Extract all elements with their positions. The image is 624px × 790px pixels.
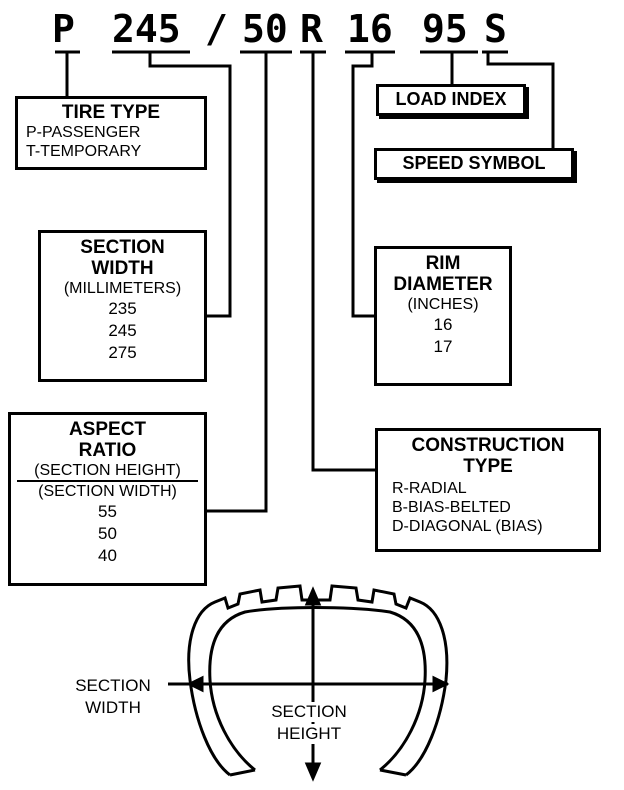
tire-cross-section: [187, 584, 449, 777]
code-speed: S: [484, 7, 507, 51]
aspect-ratio-box: ASPECT RATIO (SECTION HEIGHT) (SECTION W…: [8, 412, 207, 586]
section-width-unit: (MILLIMETERS): [63, 280, 182, 297]
construction-type-box: CONSTRUCTION TYPE R-RADIAL B-BIAS-BELTED…: [375, 428, 601, 552]
section-height-label-1: SECTION: [254, 702, 364, 722]
aspect-ratio-numerator: (SECTION HEIGHT): [17, 461, 198, 482]
aspect-ratio-title: RATIO: [78, 440, 137, 461]
section-width-label-2: WIDTH: [85, 698, 141, 717]
aspect-ratio-value: 40: [98, 546, 117, 565]
construction-type-title: TYPE: [463, 456, 513, 477]
section-width-value: 275: [108, 343, 137, 362]
construction-type-line: D-DIAGONAL (BIAS): [392, 518, 543, 535]
rim-diameter-unit: (INCHES): [407, 296, 479, 313]
tire-type-title: TIRE TYPE: [61, 102, 161, 123]
construction-type-line: B-BIAS-BELTED: [392, 499, 511, 516]
section-width-value: 235: [108, 299, 137, 318]
rim-diameter-box: RIM DIAMETER (INCHES) 16 17: [374, 246, 512, 386]
code-aspect: 50: [242, 7, 288, 51]
section-width-title: WIDTH: [91, 258, 154, 279]
section-height-label-2: HEIGHT: [254, 724, 364, 744]
construction-type-line: R-RADIAL: [392, 480, 467, 497]
rim-diameter-title: DIAMETER: [393, 274, 493, 295]
section-width-value: 245: [108, 321, 137, 340]
rim-diameter-value: 17: [433, 337, 453, 356]
construction-type-title: CONSTRUCTION: [411, 435, 565, 456]
section-width-title: SECTION: [80, 237, 165, 258]
code-slash: /: [205, 7, 228, 51]
aspect-ratio-value: 50: [98, 524, 117, 543]
speed-symbol-label: SPEED SYMBOL: [374, 148, 574, 180]
code-load: 95: [422, 7, 468, 51]
aspect-ratio-value: 55: [98, 502, 117, 521]
code-rim: 16: [347, 7, 393, 51]
code-construction: R: [300, 7, 323, 51]
aspect-ratio-title: ASPECT: [68, 419, 147, 440]
code-width: 245: [112, 7, 181, 51]
load-index-label: LOAD INDEX: [376, 84, 526, 116]
tire-type-box: TIRE TYPE P-PASSENGER T-TEMPORARY: [15, 96, 207, 170]
rim-diameter-value: 16: [433, 315, 453, 334]
section-width-label-1: SECTION: [75, 676, 151, 695]
tire-type-line: P-PASSENGER: [26, 124, 141, 141]
tire-type-line: T-TEMPORARY: [26, 143, 142, 160]
aspect-ratio-denominator: (SECTION WIDTH): [38, 483, 177, 500]
section-width-box: SECTION WIDTH (MILLIMETERS) 235 245 275: [38, 230, 207, 382]
rim-diameter-title: RIM: [425, 253, 461, 274]
code-type: P: [52, 7, 75, 51]
